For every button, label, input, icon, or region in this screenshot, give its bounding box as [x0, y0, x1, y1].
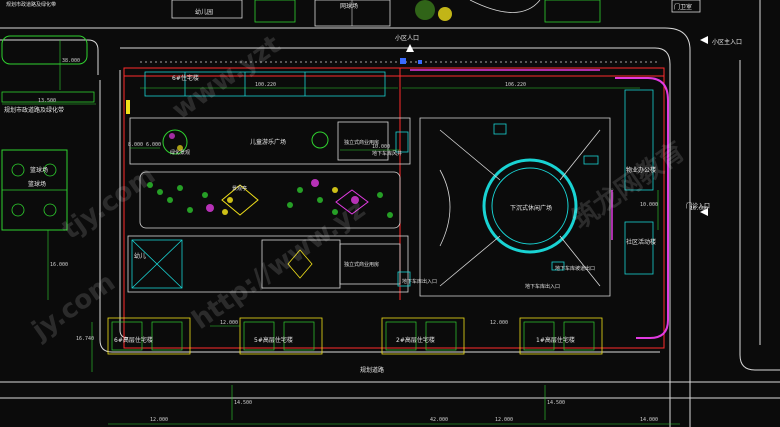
dim-right-b: 10.000 — [640, 202, 658, 208]
retail-label: 独立式商业用房 — [344, 139, 379, 146]
south-tower-2-label: 5#高层住宅楼 — [254, 336, 293, 344]
dim-vert-a: 38.000 — [62, 58, 80, 64]
kindergarten-label: 幼儿园 — [195, 8, 213, 16]
gate-house-label: 门卫室 — [674, 3, 692, 11]
dim-left-c: 6.000 — [146, 142, 161, 148]
entrance-markers — [406, 36, 708, 216]
court-label: 网球场 — [340, 2, 358, 10]
block-label: 幼儿 — [134, 252, 146, 260]
top-features — [171, 0, 701, 27]
dim-vert-b: 16.000 — [50, 262, 68, 268]
dim-bottom-a: 12.000 — [150, 417, 168, 423]
garage-entry-label: 地下车库出入口 — [402, 278, 437, 285]
lower-left-zone — [127, 235, 409, 293]
dim-right-a: 16.000 — [690, 206, 708, 212]
south-towers — [107, 317, 603, 355]
dim-bottom-d: 14.000 — [640, 417, 658, 423]
south-tower-3-label: 2#高层住宅楼 — [396, 336, 435, 344]
dim-left-b: 8.000 — [128, 142, 143, 148]
top-road-edge — [0, 27, 691, 427]
plaza-area — [129, 117, 411, 165]
dim-mid-a: 10.000 — [372, 144, 390, 150]
south-tower-1-label: 6#高层住宅楼 — [114, 336, 153, 344]
north-entrance-label: 小区人口 — [395, 34, 419, 42]
dim-mid-b: 12.000 — [220, 320, 238, 326]
pavilion-label: 景观亭 — [232, 185, 247, 192]
east-upper-label: 物业办公楼 — [626, 166, 656, 174]
dim-vert-e: 14.500 — [547, 400, 565, 406]
east-lower-label: 社区活动楼 — [626, 238, 656, 246]
watermark-d: tjy.com — [57, 160, 161, 245]
dim-bottom-c: 12.000 — [495, 417, 513, 423]
garden-label: 绿化景观 — [170, 149, 190, 156]
left-court-label: 篮球场 — [30, 166, 48, 174]
east-buildings — [410, 69, 669, 339]
top-left-street-label: 规划市政道路及绿化带 — [6, 1, 56, 8]
east-main-entrance-label: 小区主入口 — [712, 38, 742, 46]
watermarks: www.yzt jy.com 筑龙网教育 tjy.com http://www.… — [26, 30, 691, 347]
south-tower-4-label: 1#高层住宅楼 — [536, 336, 575, 344]
accents — [126, 58, 422, 114]
retail-lower-label: 独立式商业用房 — [344, 261, 379, 268]
top-block — [144, 71, 386, 97]
garage-down-label: 地下车库出入口 — [525, 283, 560, 290]
vent-label: 地下车库风井 — [372, 150, 402, 157]
dim-vert-d: 14.500 — [234, 400, 252, 406]
left-green-belt — [1, 35, 95, 231]
garden-band — [139, 171, 401, 229]
sunken-plaza — [395, 117, 611, 297]
sunken-plaza-label: 下沉式休闲广场 — [510, 204, 552, 212]
watermark-c: 筑龙网教育 — [566, 136, 690, 236]
left-road — [99, 80, 660, 353]
south-towers-inner — [111, 321, 595, 351]
left-court-label-2: 篮球场 — [28, 180, 46, 188]
top-block-label: 6#住宅楼 — [172, 74, 199, 82]
dim-top-right: 106.220 — [505, 82, 526, 88]
ramp-label: 地下车库坡道出口 — [555, 265, 595, 272]
dim-top-left: 100.220 — [255, 82, 276, 88]
dimension-lines — [2, 40, 680, 425]
plaza-label: 儿童游乐广场 — [250, 138, 286, 146]
far-right-road — [739, 60, 780, 371]
watermark-b: jy.com — [26, 267, 121, 346]
left-building-label: 规划市政道路及绿化带 — [4, 106, 64, 114]
dim-bottom-b: 42.000 — [430, 417, 448, 423]
dim-vert-c: 16.740 — [76, 336, 94, 342]
south-road-label: 规划道路 — [360, 366, 384, 374]
top-left-curb — [0, 39, 99, 75]
east-secondary-entrance-label: 门诊入口 — [686, 202, 710, 210]
top-road-edge-2 — [120, 47, 671, 427]
dim-left-a: 13.500 — [38, 98, 56, 104]
dim-mid-c: 12.000 — [490, 320, 508, 326]
left-road-2 — [119, 70, 129, 339]
